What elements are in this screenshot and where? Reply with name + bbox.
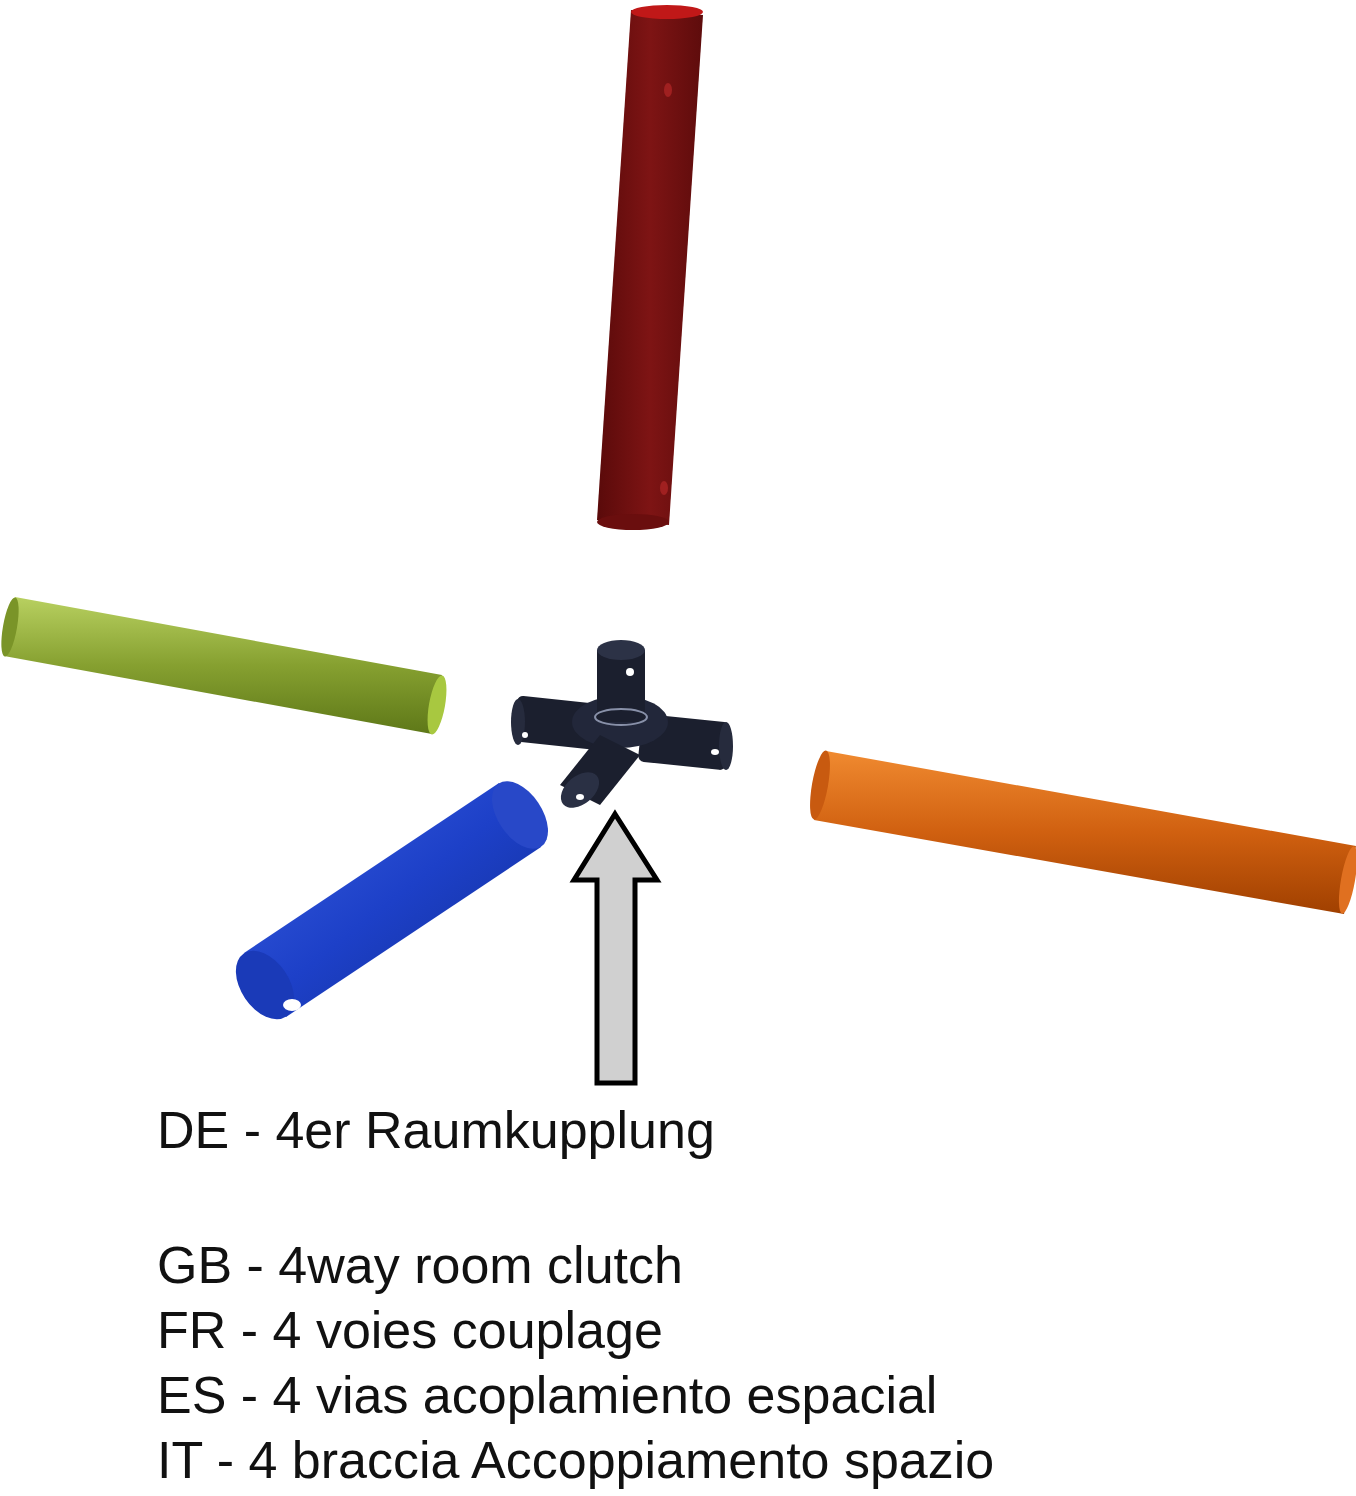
blue-tube bbox=[224, 771, 560, 1030]
red-tube bbox=[597, 5, 703, 530]
orange-tube bbox=[806, 749, 1356, 915]
language-label: GB - 4way room clutch bbox=[157, 1235, 683, 1295]
pointer-arrow bbox=[574, 814, 657, 1083]
language-label: DE - 4er Raumkupplung bbox=[157, 1100, 715, 1160]
language-label: IT - 4 braccia Accoppiamento spazio bbox=[157, 1430, 994, 1490]
four-way-connector bbox=[511, 640, 733, 815]
language-label: FR - 4 voies couplage bbox=[157, 1300, 663, 1360]
green-tube bbox=[0, 596, 450, 736]
language-label: ES - 4 vias acoplamiento espacial bbox=[157, 1365, 937, 1425]
